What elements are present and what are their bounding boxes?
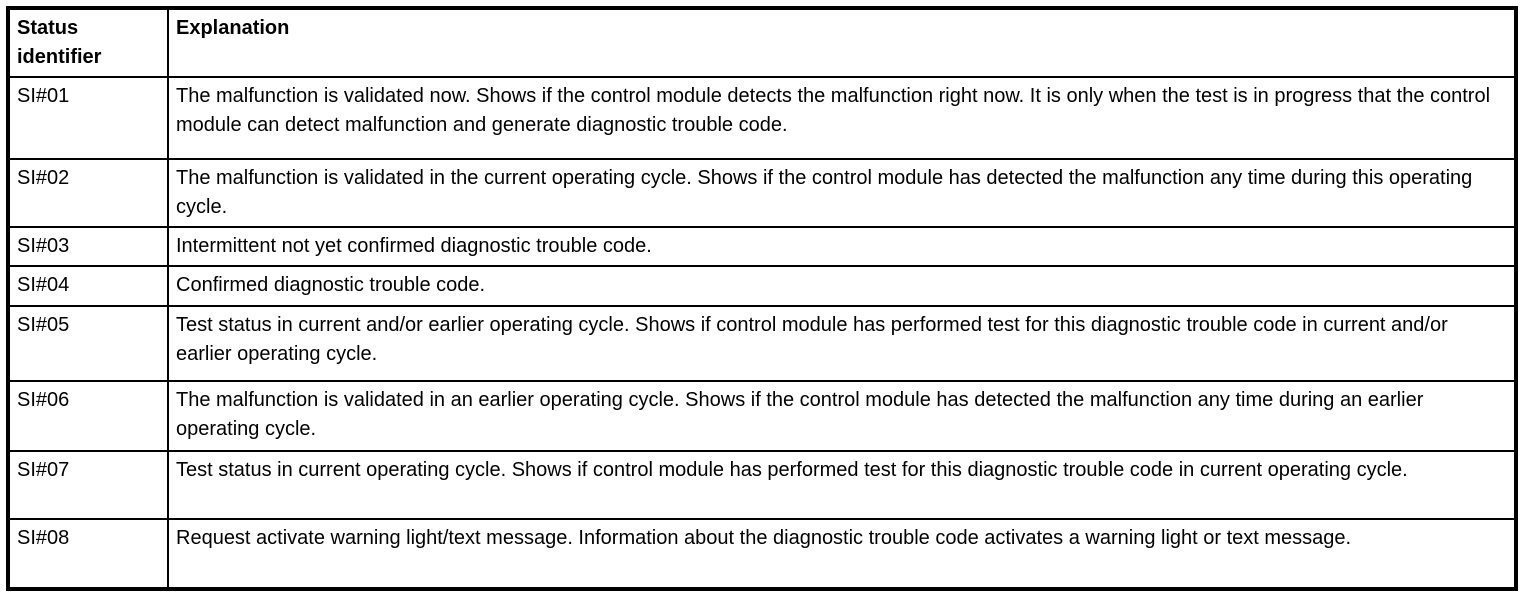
explanation-cell: The malfunction is validated in the curr… (167, 158, 1517, 228)
explanation-cell: Intermittent not yet confirmed diagnosti… (167, 226, 1517, 267)
status-identifier-cell: SI#03 (7, 226, 169, 267)
header-row: Status identifier Explanation (7, 7, 1517, 78)
table-row: SI#05 Test status in current and/or earl… (7, 305, 1517, 382)
table-row: SI#02 The malfunction is validated in th… (7, 158, 1517, 228)
status-identifier-cell: SI#01 (7, 76, 169, 160)
status-identifier-table: Status identifier Explanation SI#01 The … (6, 6, 1518, 591)
status-identifier-cell: SI#07 (7, 450, 169, 520)
table-row: SI#07 Test status in current operating c… (7, 450, 1517, 520)
explanation-cell: Test status in current and/or earlier op… (167, 305, 1517, 382)
status-identifier-cell: SI#06 (7, 380, 169, 452)
table-row: SI#04 Confirmed diagnostic trouble code. (7, 265, 1517, 307)
explanation-cell: Confirmed diagnostic trouble code. (167, 265, 1517, 307)
explanation-cell: The malfunction is validated in an earli… (167, 380, 1517, 452)
status-identifier-cell: SI#08 (7, 518, 169, 590)
explanation-cell: The malfunction is validated now. Shows … (167, 76, 1517, 160)
table-row: SI#03 Intermittent not yet confirmed dia… (7, 226, 1517, 267)
explanation-cell: Test status in current operating cycle. … (167, 450, 1517, 520)
status-identifier-cell: SI#05 (7, 305, 169, 382)
explanation-cell: Request activate warning light/text mess… (167, 518, 1517, 590)
table-row: SI#06 The malfunction is validated in an… (7, 380, 1517, 452)
table-row: SI#01 The malfunction is validated now. … (7, 76, 1517, 160)
column-header-explanation: Explanation (167, 7, 1517, 78)
status-identifier-cell: SI#04 (7, 265, 169, 307)
column-header-status-identifier: Status identifier (7, 7, 169, 78)
table-row: SI#08 Request activate warning light/tex… (7, 518, 1517, 590)
status-identifier-cell: SI#02 (7, 158, 169, 228)
